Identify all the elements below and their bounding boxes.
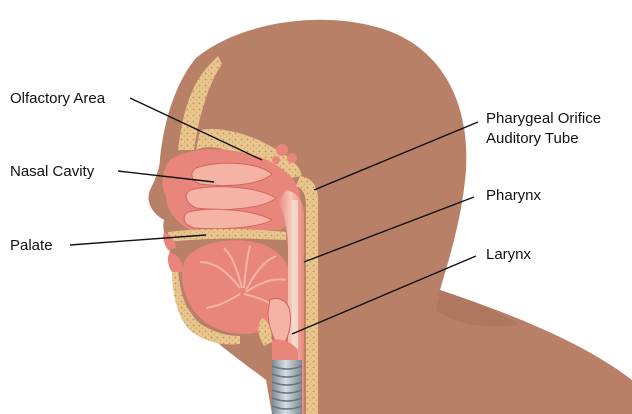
label-larynx: Larynx: [486, 246, 532, 263]
label-pharynx: Pharynx: [486, 187, 542, 204]
label-palate: Palate: [10, 237, 53, 254]
label-auditory-tube: Auditory Tube: [486, 130, 579, 147]
label-olfactory-area: Olfactory Area: [10, 90, 106, 107]
olfactory-nodule: [272, 156, 280, 164]
olfactory-nodule: [276, 144, 288, 156]
label-nasal-cavity: Nasal Cavity: [10, 163, 95, 180]
trachea: [272, 360, 302, 414]
olfactory-nodule: [287, 153, 297, 163]
label-pharyngeal-orifice: Pharygeal Orifice: [486, 110, 601, 127]
